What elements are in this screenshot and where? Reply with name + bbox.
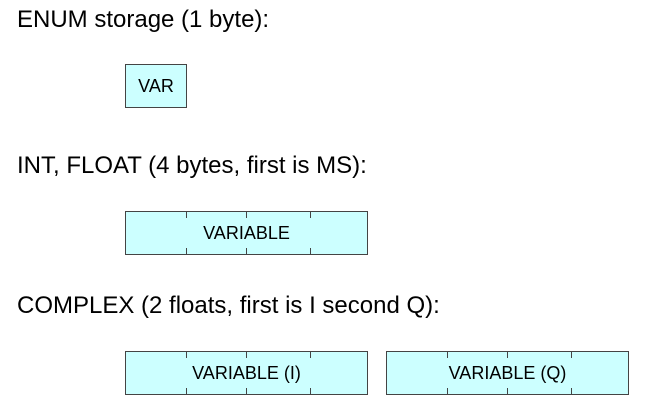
byte-divider-tick: [310, 388, 311, 394]
byte-divider-tick: [310, 352, 311, 358]
int-float-variable-cell: VARIABLE: [125, 211, 368, 255]
byte-divider-tick: [246, 212, 247, 218]
byte-divider-tick: [186, 388, 187, 394]
complex-heading: COMPLEX (2 floats, first is I second Q):: [17, 292, 440, 319]
byte-divider-tick: [571, 388, 572, 394]
byte-divider-tick: [246, 352, 247, 358]
byte-divider-tick: [246, 388, 247, 394]
enum-var-cell: VAR: [125, 64, 187, 108]
enum-var-label: VAR: [138, 75, 174, 96]
byte-divider-tick: [571, 352, 572, 358]
byte-divider-tick: [186, 352, 187, 358]
enum-storage-heading: ENUM storage (1 byte):: [17, 6, 270, 33]
complex-q-cell: VARIABLE (Q): [386, 351, 629, 395]
complex-i-cell: VARIABLE (I): [125, 351, 368, 395]
byte-divider-tick: [507, 388, 508, 394]
byte-divider-tick: [186, 212, 187, 218]
byte-divider-tick: [447, 352, 448, 358]
byte-divider-tick: [186, 248, 187, 254]
complex-i-label: VARIABLE (I): [192, 362, 301, 383]
complex-q-label: VARIABLE (Q): [448, 362, 567, 383]
byte-divider-tick: [310, 212, 311, 218]
byte-divider-tick: [507, 352, 508, 358]
int-float-variable-label: VARIABLE: [203, 222, 290, 243]
byte-divider-tick: [447, 388, 448, 394]
byte-divider-tick: [246, 248, 247, 254]
byte-divider-tick: [310, 248, 311, 254]
int-float-heading: INT, FLOAT (4 bytes, first is MS):: [17, 152, 367, 179]
